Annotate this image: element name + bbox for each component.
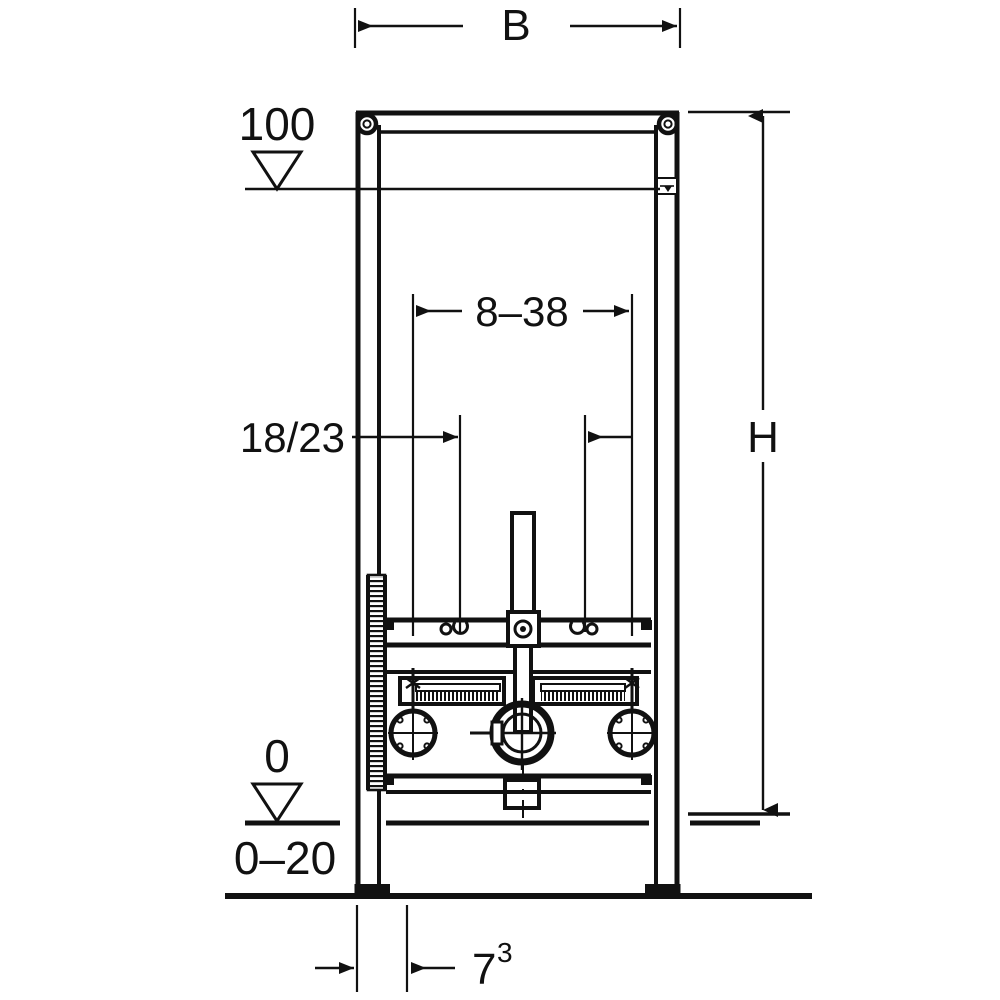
foot-right <box>645 884 681 895</box>
fixing-hole-left-outer <box>439 622 453 636</box>
clamp-right <box>607 668 657 760</box>
clamp-center <box>470 698 556 770</box>
foot-left <box>354 884 390 895</box>
dimension-label-H: H <box>747 413 779 462</box>
datum-marker-0: 0 0–20 <box>234 730 760 884</box>
floor-adjust-label: 0–20 <box>234 832 336 884</box>
datum-triangle-icon <box>250 150 304 192</box>
datum-marker-100: 100 <box>239 98 660 192</box>
datum-triangle-icon <box>250 782 304 824</box>
fixing-slot-left-inner <box>452 621 469 635</box>
dimension-label-depth: 7 <box>472 945 496 994</box>
dimension-width-B: B <box>353 1 682 50</box>
clamp-left <box>388 668 438 760</box>
central-flush-pipe <box>503 511 541 818</box>
dimension-inset-18-23: 18/23 <box>240 414 632 632</box>
vertical-toothed-rail <box>366 573 394 792</box>
fixing-hole-right-outer <box>585 622 599 636</box>
dimension-spread-8-38: 8–38 <box>411 288 634 636</box>
datum-label-100: 100 <box>239 98 316 150</box>
dimension-label-B: B <box>501 1 530 50</box>
grommet-left <box>355 112 379 136</box>
dimension-label-inset: 18/23 <box>240 414 345 461</box>
type-plate-marker <box>656 177 678 195</box>
fixing-slot-right-inner <box>569 621 586 635</box>
dimension-depth-7-3: 7 3 <box>315 905 513 994</box>
dimension-label-depth-superscript: 3 <box>497 937 513 968</box>
dimension-height-H: H <box>688 109 790 817</box>
carrier-frame <box>354 110 681 895</box>
vertical-toothed-rail-right-bracket <box>641 620 652 785</box>
grommet-right <box>656 112 680 136</box>
toothed-bar-right <box>531 676 639 706</box>
datum-label-0: 0 <box>264 730 290 782</box>
toothed-bar-left <box>398 676 506 706</box>
dimension-label-spread: 8–38 <box>475 288 568 335</box>
